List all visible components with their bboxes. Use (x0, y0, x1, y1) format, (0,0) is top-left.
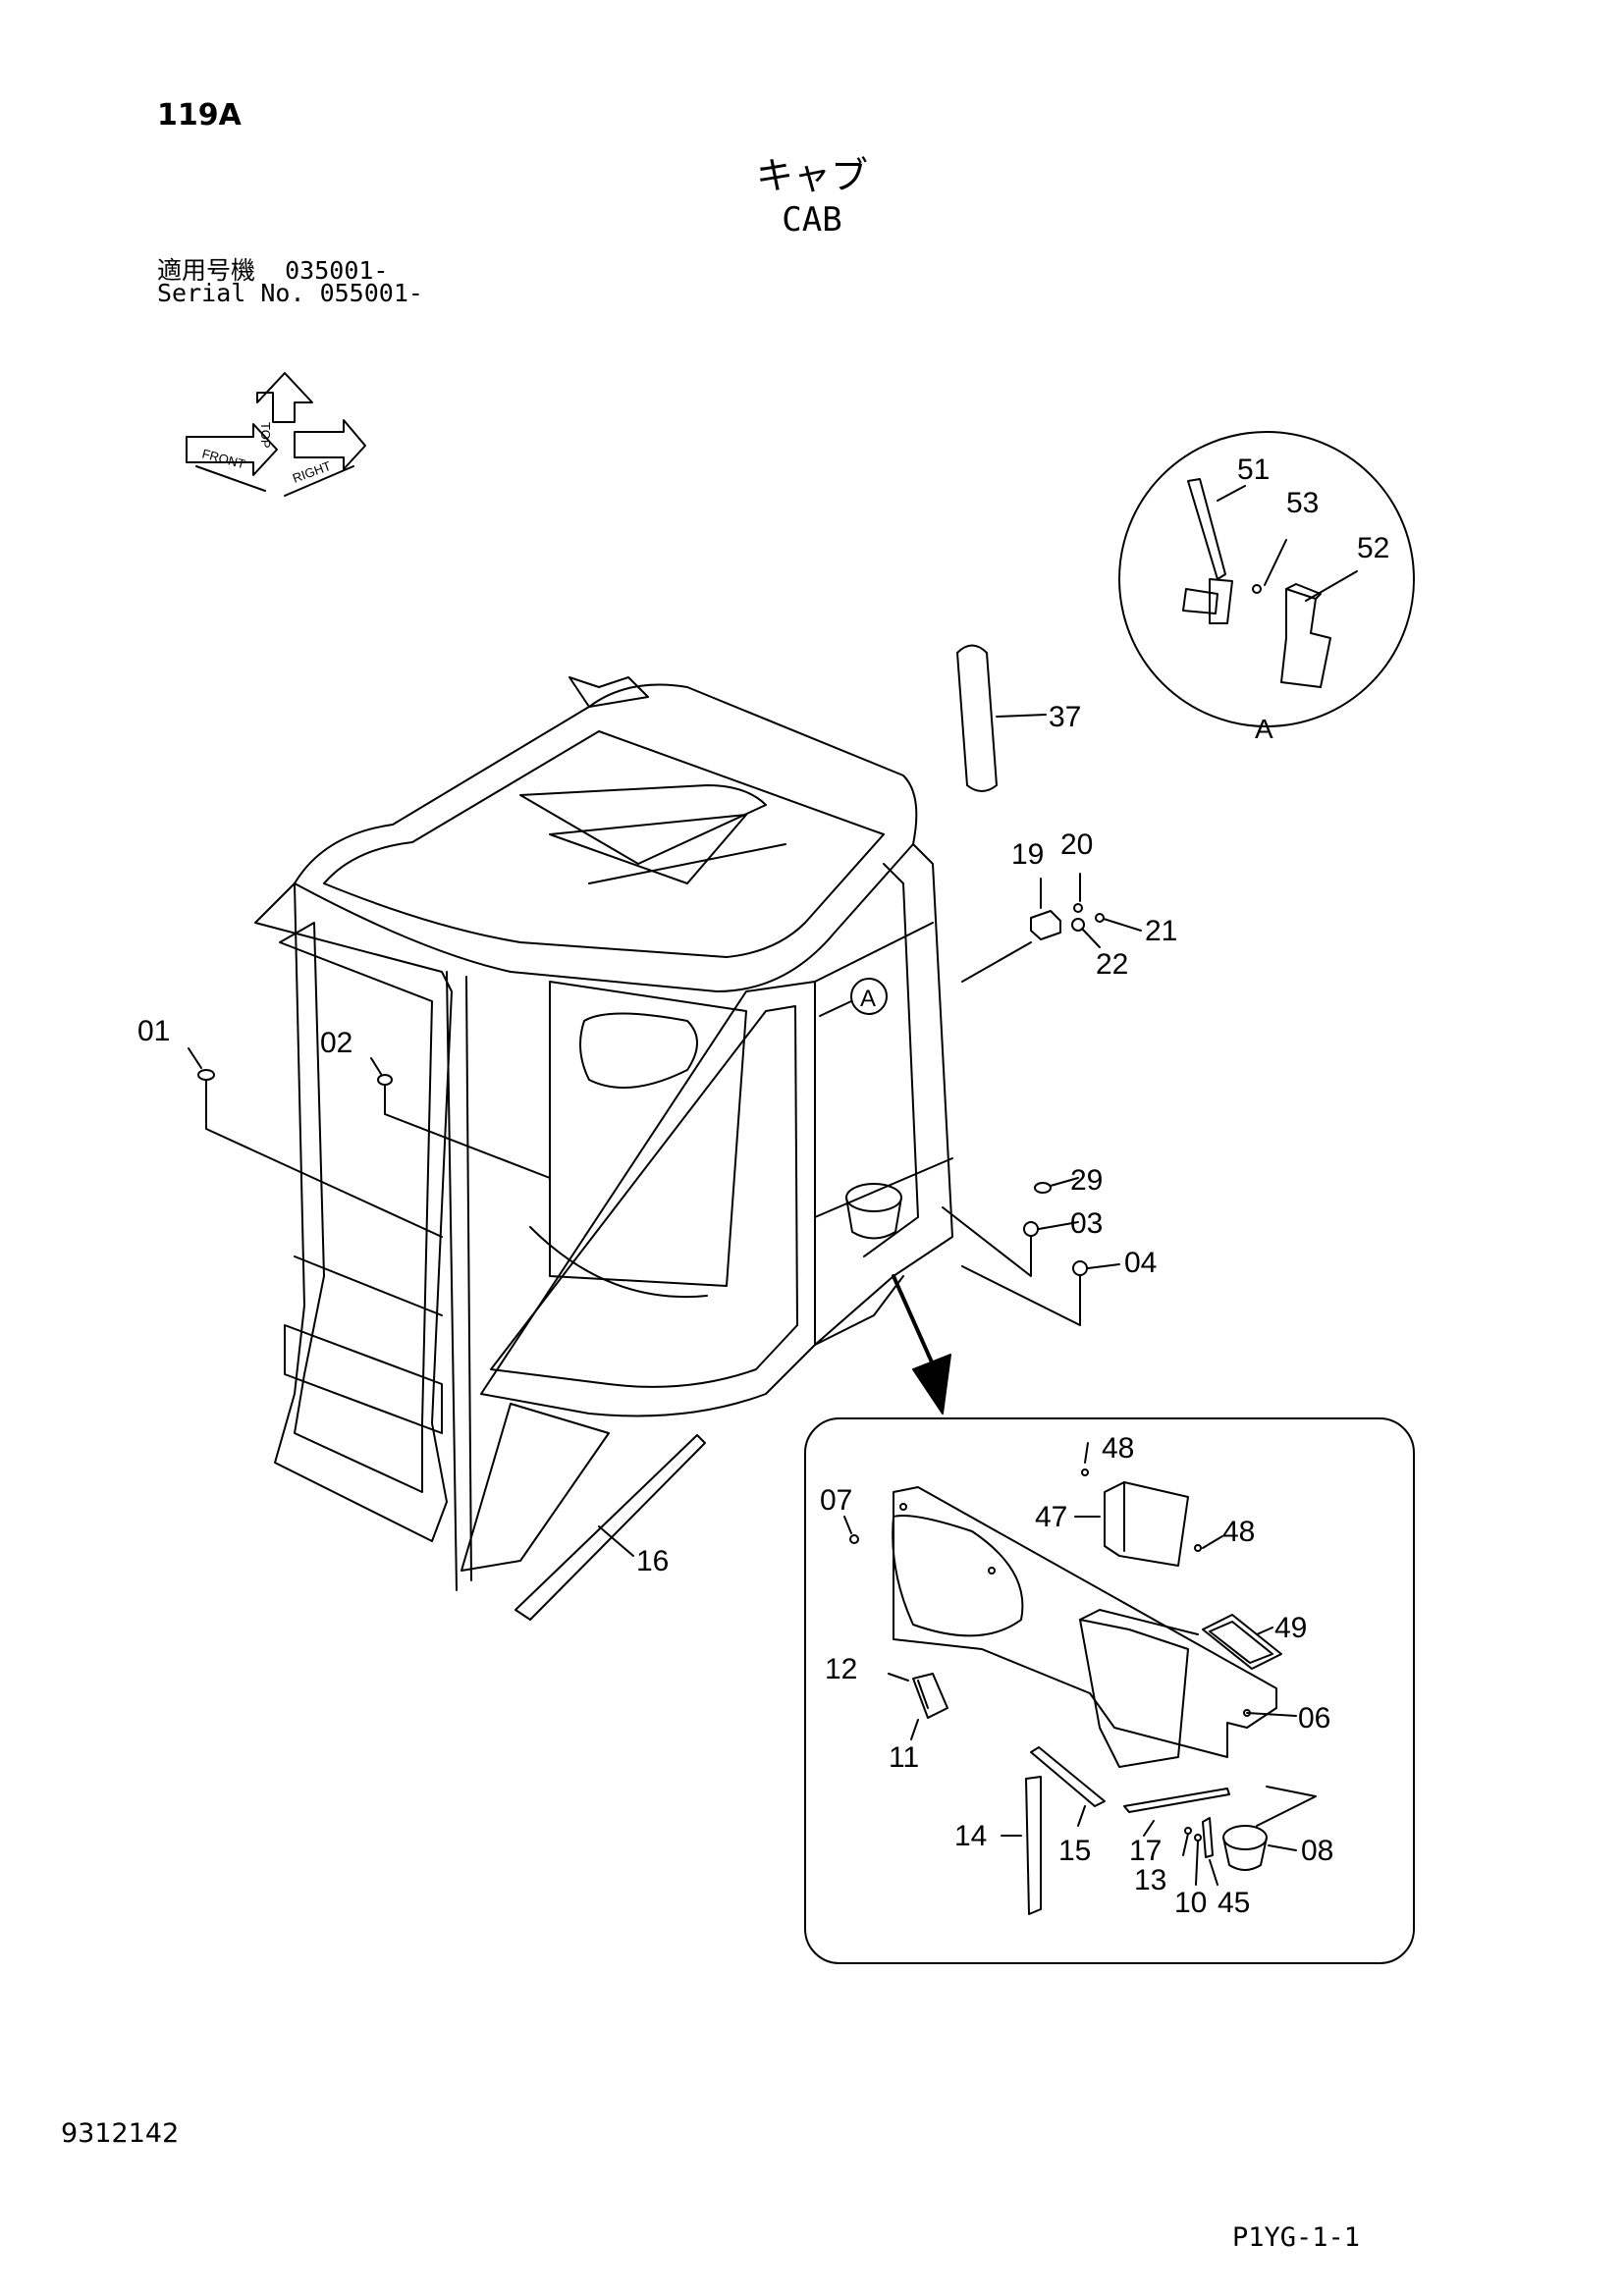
label-49: 49 (1274, 1612, 1307, 1644)
strip-15 (1030, 1746, 1106, 1827)
label-51: 51 (1237, 454, 1270, 486)
detail-a-callout-label: A (860, 986, 876, 1012)
trim-strip-16 (514, 1434, 706, 1621)
serial-en-value: 055001- (319, 279, 423, 307)
document-number: 9312142 (61, 2118, 180, 2149)
label-22: 22 (1096, 948, 1128, 981)
bolt-01 (188, 1047, 443, 1238)
label-04: 04 (1124, 1247, 1157, 1279)
label-13: 13 (1134, 1864, 1166, 1896)
label-53: 53 (1286, 487, 1319, 519)
label-11: 11 (889, 1741, 919, 1774)
label-14: 14 (954, 1820, 987, 1852)
cab-body (254, 676, 953, 1591)
serial-en-line: Serial No. 055001- (157, 279, 423, 307)
label-17: 17 (1129, 1835, 1162, 1867)
bracket-19 (961, 873, 1142, 983)
detail-box (804, 1417, 1415, 1964)
strip-17 (1123, 1788, 1230, 1837)
title-english: CAB (782, 200, 842, 240)
label-06: 06 (1298, 1702, 1330, 1735)
cup-holder-08 (1182, 1786, 1317, 1886)
side-panel-06 (892, 1486, 1297, 1768)
serial-en-label: Serial No. (157, 279, 305, 307)
label-52: 52 (1357, 532, 1389, 564)
label-02: 02 (320, 1027, 352, 1059)
orientation-indicator: FRONT TOP RIGHT (186, 372, 366, 497)
page-code: P1YG-1-1 (1232, 2222, 1361, 2253)
label-45: 45 (1218, 1887, 1250, 1919)
label-48-top: 48 (1102, 1432, 1134, 1465)
label-07: 07 (820, 1484, 852, 1517)
label-01: 01 (137, 1015, 170, 1047)
label-37: 37 (1049, 701, 1081, 733)
box-47 (1074, 1442, 1223, 1567)
orientation-front-label: FRONT (200, 446, 246, 471)
page-id: 119A (157, 98, 242, 133)
serial-ja-value: 035001- (285, 256, 389, 285)
label-19: 19 (1011, 838, 1044, 871)
detail-a-label: A (1255, 714, 1273, 744)
gasket-49 (1202, 1614, 1282, 1670)
label-29: 29 (1070, 1164, 1103, 1197)
screw-07 (843, 1516, 859, 1544)
label-10: 10 (1174, 1887, 1207, 1919)
label-08: 08 (1301, 1835, 1333, 1867)
weather-strip-37 (956, 644, 1047, 792)
label-21: 21 (1145, 915, 1177, 947)
label-12: 12 (825, 1653, 857, 1685)
strip-14 (1001, 1776, 1042, 1915)
switch-11 (888, 1673, 948, 1740)
serial-ja-label: 適用号機 (157, 256, 256, 285)
orientation-right-label: RIGHT (291, 458, 333, 486)
fasteners-29-03-04 (942, 1177, 1120, 1326)
label-20: 20 (1060, 828, 1093, 861)
detail-a-circle (1118, 431, 1415, 727)
serial-ja-line: 適用号機 035001- (157, 251, 388, 287)
detail-a-callout (850, 978, 888, 1015)
label-15: 15 (1058, 1835, 1091, 1867)
label-03: 03 (1070, 1207, 1103, 1240)
label-47: 47 (1035, 1501, 1067, 1533)
label-16: 16 (636, 1545, 669, 1577)
detail-leader-arrow (892, 1274, 951, 1415)
orientation-top-label: TOP (258, 422, 273, 449)
title-japanese: キャブ (755, 154, 868, 197)
bolt-02 (370, 1057, 551, 1179)
label-48-right: 48 (1222, 1516, 1255, 1548)
